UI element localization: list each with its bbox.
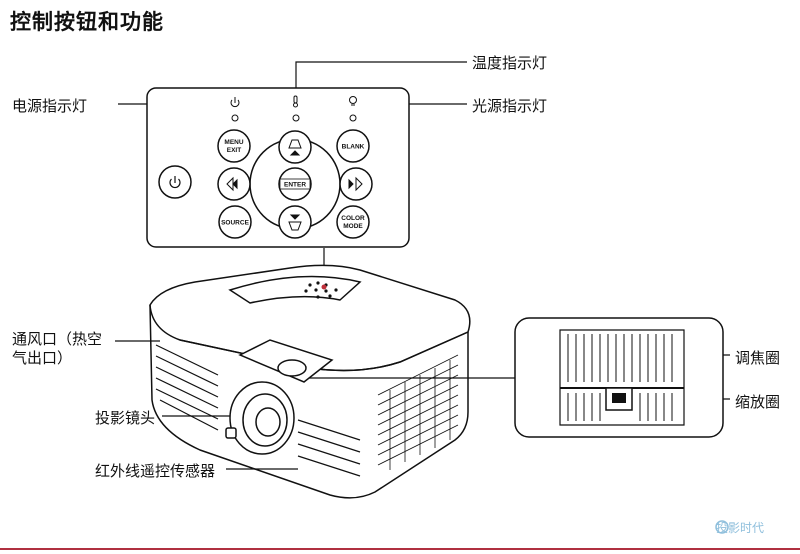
color-mode-button[interactable]: COLOR MODE (336, 205, 370, 239)
leader-temp (295, 61, 467, 88)
power-button-icon (169, 176, 181, 189)
right-button[interactable] (339, 167, 373, 201)
lamp-led (349, 114, 357, 122)
left-vents (155, 344, 219, 431)
left-button[interactable] (217, 167, 251, 201)
label-projection-lens: 投影镜头 (95, 409, 156, 427)
label-power-indicator: 电源指示灯 (12, 97, 88, 115)
mode-label: MODE (343, 223, 363, 230)
projector-top (149, 264, 471, 372)
blank-label: BLANK (342, 144, 365, 151)
front-foot (225, 427, 237, 439)
detail-ring-area (559, 329, 685, 426)
menu-exit-button[interactable]: MENU EXIT (217, 129, 251, 163)
right-vents (377, 354, 459, 470)
projector-body (149, 304, 469, 499)
power-button[interactable] (158, 165, 192, 199)
projector-panel-indicator (321, 284, 327, 290)
source-label: SOURCE (221, 220, 249, 227)
label-vent: 通风口（热空 气出口） (12, 330, 102, 368)
enter-label: ENTER (284, 182, 306, 189)
control-panel: ENTER MENU EXIT BLANK SOURCE COLOR MODE (146, 87, 410, 248)
focus-ring-ridges (567, 334, 673, 382)
label-lamp-indicator: 光源指示灯 (472, 97, 548, 115)
front-grille (297, 419, 361, 477)
thermometer-icon (293, 95, 298, 108)
enter-box (279, 178, 311, 190)
right-arrow-icon (348, 176, 363, 192)
label-focus-ring: 调焦圈 (735, 349, 781, 367)
label-zoom-ring: 缩放圈 (735, 393, 781, 411)
left-arrow-icon (226, 176, 238, 192)
lens-detail (514, 317, 724, 438)
blank-button[interactable]: BLANK (336, 129, 370, 163)
power-icon (230, 97, 240, 108)
lamp-icon (349, 96, 357, 106)
zoom-ring-ridges (567, 393, 673, 421)
watermark-icon (715, 520, 729, 534)
zoom-lever (277, 359, 307, 377)
exit-label: EXIT (227, 147, 241, 154)
keystone-up-icon (288, 139, 302, 156)
label-vent-line2: 气出口） (12, 349, 73, 367)
projection-lens-glass (255, 407, 281, 437)
keystone-down-button[interactable] (278, 205, 312, 239)
keystone-up-button[interactable] (278, 130, 312, 164)
label-vent-line1: 通风口（热空 (12, 330, 103, 348)
enter-button[interactable]: ENTER (278, 167, 312, 201)
projector-buttons-dots (304, 281, 338, 299)
keystone-down-icon (288, 214, 302, 231)
source-button[interactable]: SOURCE (218, 205, 252, 239)
footer-rule (0, 548, 800, 550)
watermark-text: 投影时代 (715, 521, 764, 535)
menu-label: MENU (224, 139, 243, 146)
projector (149, 264, 471, 499)
projector-panel-area (228, 275, 362, 304)
zoom-lever-knob (612, 393, 626, 403)
label-ir-sensor: 红外线遥控传感器 (95, 462, 216, 480)
color-label: COLOR (341, 215, 365, 222)
page-title: 控制按钮和功能 (10, 10, 164, 34)
power-led (231, 114, 239, 122)
label-temp-indicator: 温度指示灯 (472, 54, 548, 72)
temp-led (292, 114, 300, 122)
